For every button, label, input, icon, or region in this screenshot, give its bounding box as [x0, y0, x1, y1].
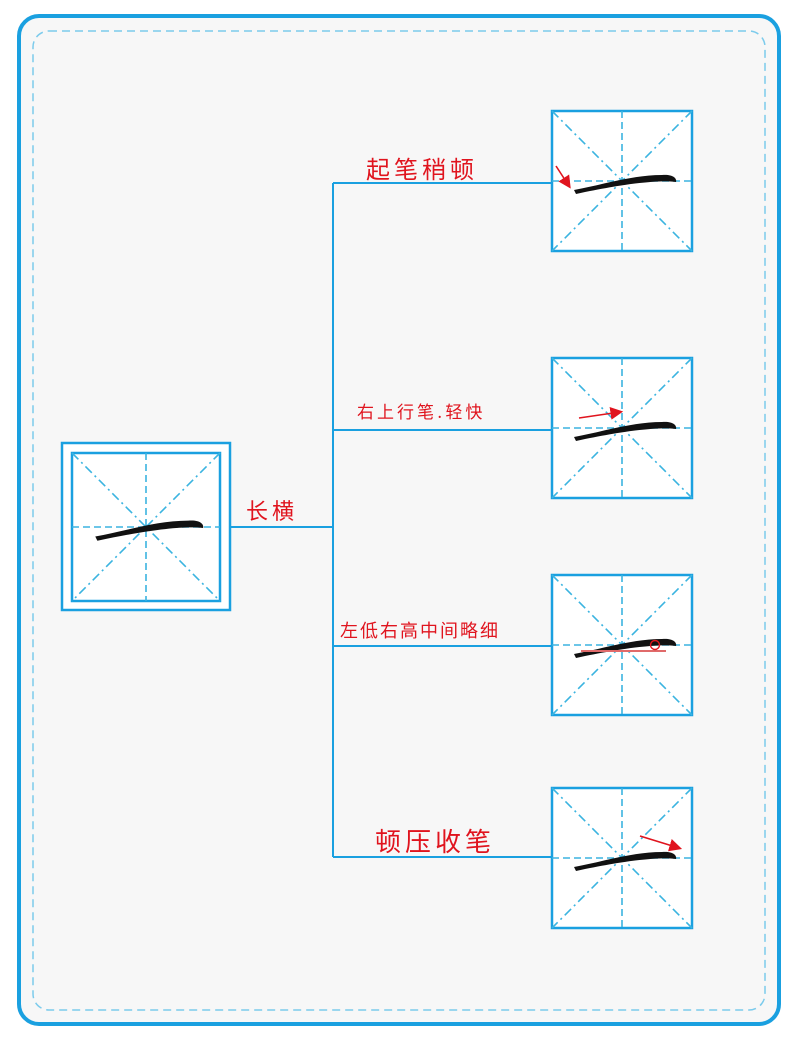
end-arrow-icon	[639, 835, 683, 852]
horizontal-stroke-glyph	[574, 851, 677, 871]
start-arrow-icon	[555, 165, 571, 189]
branch-box-direction-arrow	[550, 356, 694, 500]
connectors	[230, 182, 552, 858]
branch-label-end: 顿压收笔	[375, 828, 496, 858]
branch-box-start-arrow	[550, 109, 694, 253]
outer-frame	[17, 14, 781, 1026]
inner-dashed-frame	[32, 30, 766, 1011]
branch-label-shape: 左低右高中间略细	[340, 621, 500, 642]
root-character-box	[70, 451, 222, 603]
horizontal-stroke-glyph	[95, 520, 204, 541]
diagonal-guide	[71, 452, 221, 602]
root-label: 长横	[246, 500, 299, 525]
diagonal-guide	[71, 452, 221, 602]
branch-label-start: 起笔稍顿	[366, 156, 478, 184]
branch-label-move: 右上行笔.轻快	[357, 403, 486, 423]
direction-arrow-icon	[578, 407, 624, 420]
branch-box-end-arrow	[550, 786, 694, 930]
horizontal-stroke-glyph	[574, 174, 677, 194]
branch-box-baseline-circle	[550, 573, 694, 717]
baseline-circle-icon	[649, 639, 661, 651]
horizontal-stroke-glyph	[574, 421, 677, 441]
